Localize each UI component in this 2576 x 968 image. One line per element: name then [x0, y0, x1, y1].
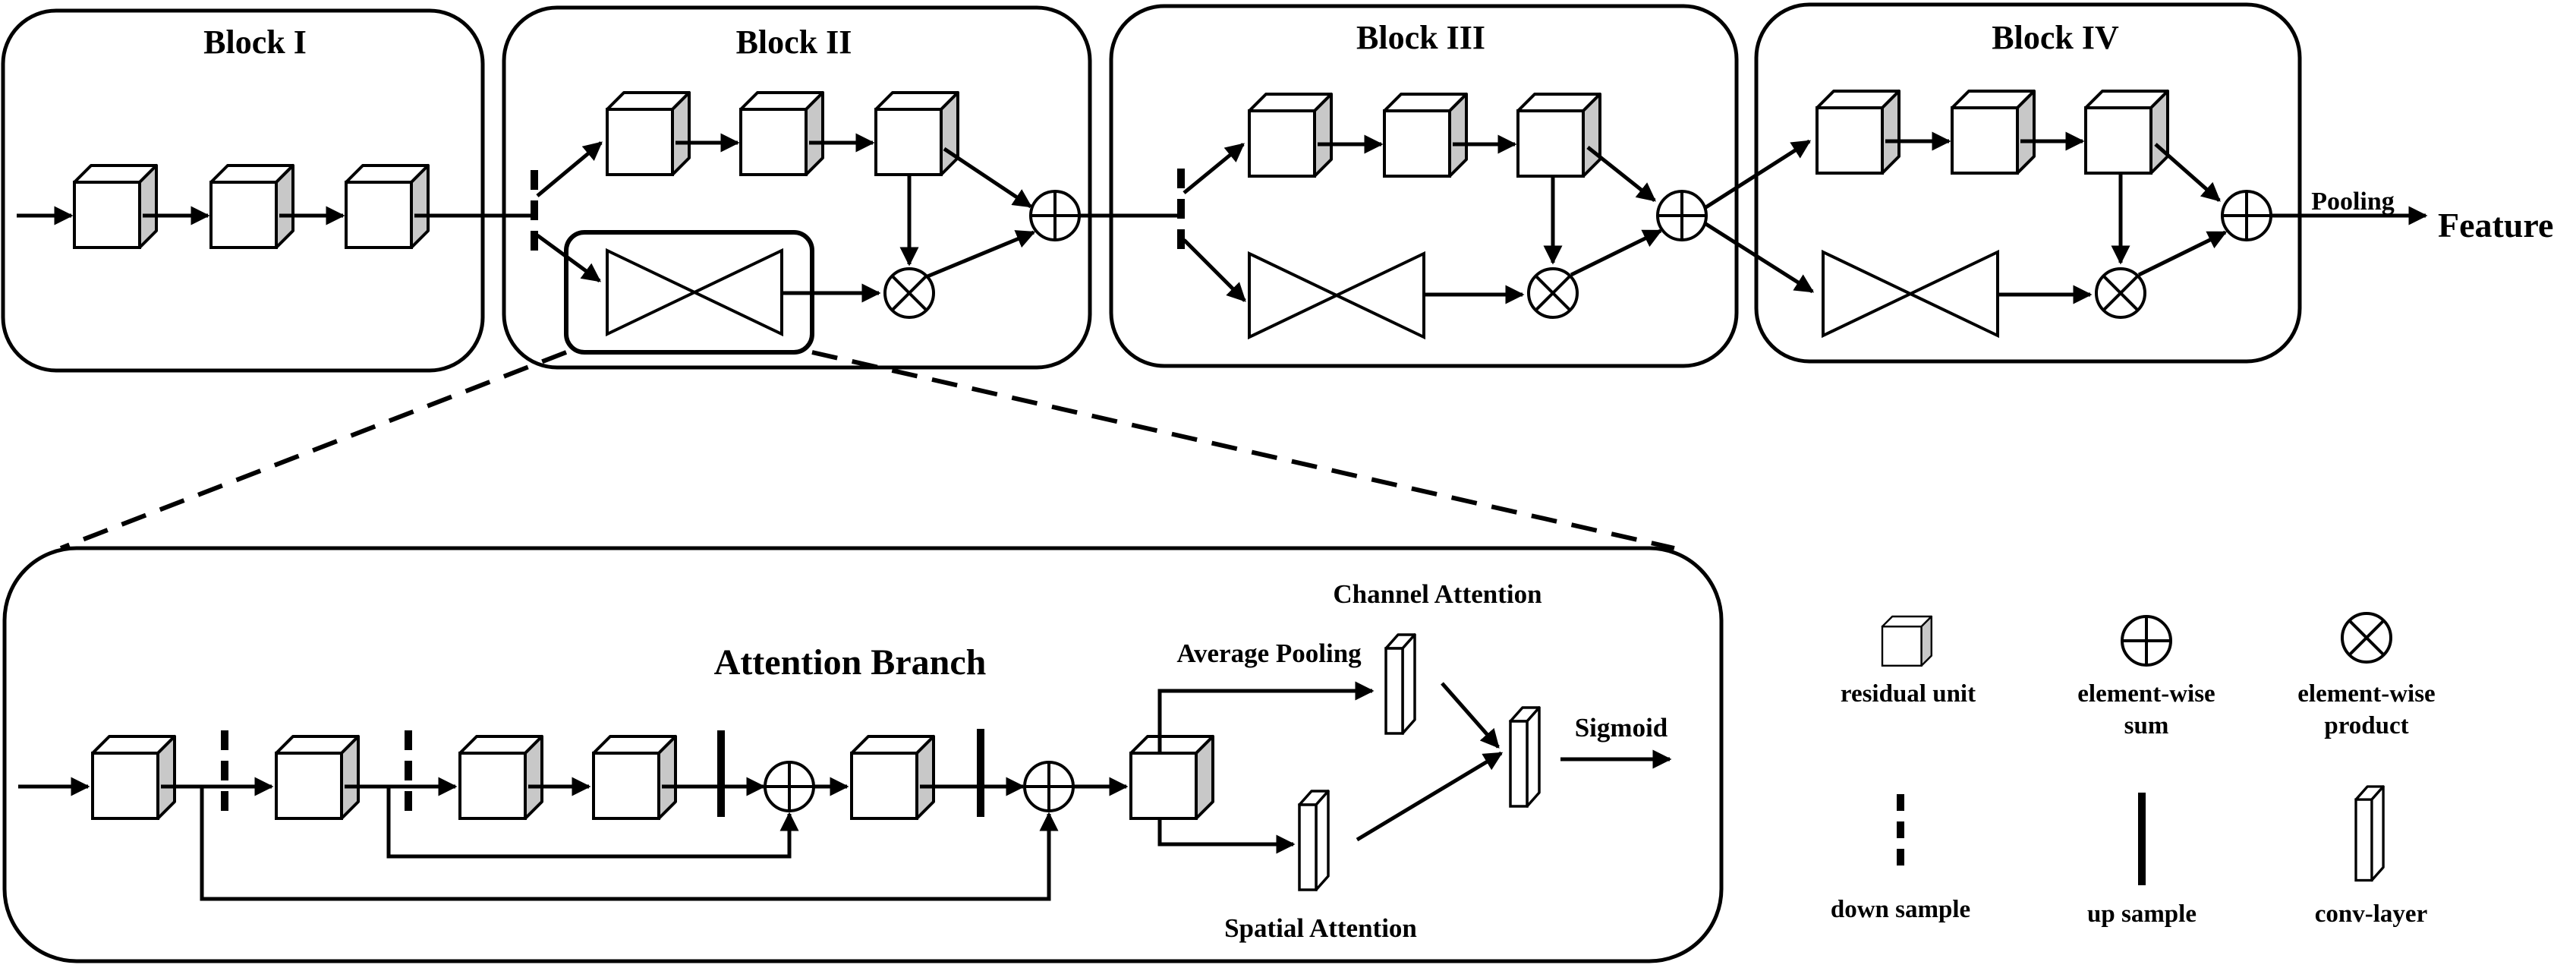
residual-unit-cube [1516, 93, 1601, 178]
trunk-branch-arrow [1183, 143, 1245, 194]
legend-sum-label-line2: sum [2124, 712, 2169, 739]
block3-title: Block III [1356, 19, 1485, 56]
spatial-path-arrow [1157, 820, 1296, 854]
legend-element-wise-sum-icon [2121, 615, 2172, 667]
residual-unit-cube [345, 164, 430, 249]
residual-unit-cube [1815, 90, 1901, 175]
sigmoid-label: Sigmoid [1575, 713, 1668, 743]
attention-branch-title: Attention Branch [714, 642, 987, 683]
element-wise-sum-icon [1029, 190, 1081, 241]
product-to-sum-arrow [927, 230, 1036, 279]
legend-element-wise-product-icon [2341, 612, 2392, 664]
element-wise-product-icon [2095, 267, 2146, 319]
legend-product-label-line1: element-wise [2297, 680, 2435, 708]
spatial-to-fusion-arrow [1356, 751, 1504, 842]
zoom-callout-line [59, 350, 568, 550]
residual-unit-cube [458, 735, 543, 820]
conv-layer-icon [1384, 633, 1416, 735]
mask-branch-arrow [1183, 238, 1246, 302]
feature-label: Feature [2438, 206, 2553, 244]
trunk-to-sum-arrow [943, 147, 1033, 209]
trunk-branch-arrow [536, 141, 603, 197]
legend: residual unit element-wise sum element-w… [1831, 612, 2436, 928]
skip-connection [386, 787, 799, 859]
spatial-attention-label: Spatial Attention [1224, 913, 1417, 943]
product-to-sum-arrow [1570, 229, 1663, 277]
residual-unit-cube [1383, 93, 1468, 178]
legend-residual-unit-icon [1881, 615, 1933, 667]
trunk-to-sum-arrow [1586, 146, 1656, 202]
attention-branch-frame [2, 546, 1724, 963]
hourglass-mask-icon [1822, 251, 1999, 337]
block4-frame [1754, 2, 2302, 364]
channel-to-fusion-arrow [1441, 682, 1500, 749]
product-to-sum-arrow [2137, 230, 2228, 277]
residual-unit-cube [1951, 90, 2036, 175]
residual-unit-cube [209, 164, 294, 249]
residual-unit-cube [606, 91, 691, 176]
residual-unit-cube [91, 735, 176, 820]
element-wise-product-icon [1527, 267, 1579, 319]
block2-frame [502, 5, 1092, 370]
element-wise-sum-icon [1656, 190, 1708, 241]
zoom-callout-line [811, 350, 1675, 550]
hourglass-mask-icon [1248, 252, 1425, 339]
element-wise-sum-icon [2221, 190, 2272, 241]
residual-unit-cube [1129, 735, 1214, 820]
legend-conv-layer-label: conv-layer [2315, 900, 2427, 928]
mask-branch-arrow [1703, 221, 1815, 294]
conv-layer-icon [1298, 790, 1330, 891]
block1-frame [1, 8, 485, 373]
average-pooling-arrow [1157, 681, 1375, 753]
block4-title: Block IV [1992, 19, 2119, 56]
trunk-to-sum-arrow [2154, 143, 2221, 202]
residual-unit-cube [592, 735, 677, 820]
residual-unit-cube [275, 735, 360, 820]
pooling-label: Pooling [2311, 188, 2395, 216]
residual-unit-cube [1248, 93, 1333, 178]
element-wise-sum-icon [1023, 761, 1075, 812]
residual-unit-cube [874, 91, 959, 176]
block2-title: Block II [736, 24, 852, 61]
channel-attention-label: Channel Attention [1333, 579, 1542, 609]
hourglass-mask-icon [606, 249, 783, 336]
block1-title: Block I [203, 24, 307, 61]
element-wise-sum-icon [764, 761, 815, 812]
legend-sum-label-line1: element-wise [2077, 680, 2215, 708]
legend-product-label-line2: product [2324, 712, 2408, 739]
average-pooling-label: Average Pooling [1176, 639, 1362, 668]
residual-unit-cube [739, 91, 824, 176]
legend-conv-layer-icon [2354, 785, 2385, 882]
legend-up-sample-label: up sample [2087, 900, 2197, 928]
skip-connection [200, 787, 1059, 901]
trunk-branch-arrow [1703, 139, 1812, 210]
residual-unit-cube [2084, 90, 2169, 175]
residual-unit-cube [850, 735, 935, 820]
conv-layer-icon [1509, 706, 1541, 808]
element-wise-product-icon [883, 267, 935, 319]
residual-unit-cube [73, 164, 158, 249]
legend-down-sample-label: down sample [1831, 896, 1970, 923]
legend-residual-unit-label: residual unit [1841, 680, 1976, 708]
